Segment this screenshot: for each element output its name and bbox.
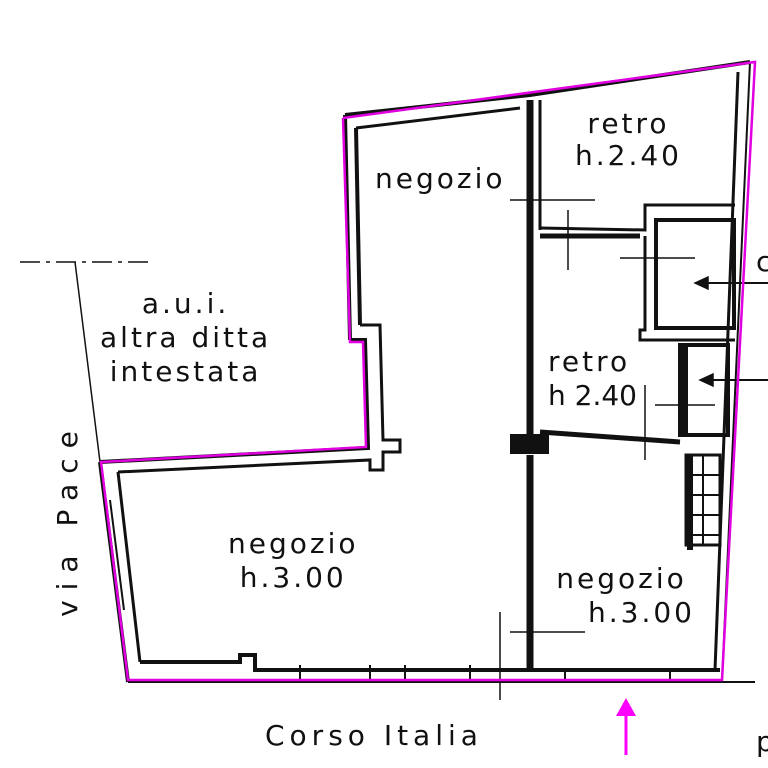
room-name: negozio bbox=[228, 527, 359, 560]
section-lines bbox=[20, 199, 768, 700]
room-retro-mid: retro h 2.40 bbox=[548, 348, 637, 410]
room-height: h.3.00 bbox=[239, 561, 347, 594]
room-negozio-left: negozio h.3.00 bbox=[228, 530, 358, 592]
room-name: retro bbox=[548, 345, 631, 378]
room-name: retro bbox=[587, 107, 670, 140]
room-height: h 2.40 bbox=[548, 379, 637, 412]
area-aui: a.u.i. altra ditta intestata bbox=[100, 290, 271, 386]
entrance-arrow bbox=[616, 698, 636, 755]
aui-line1: a.u.i. bbox=[141, 287, 230, 320]
aui-line2: altra ditta bbox=[100, 321, 272, 354]
street-partial-right-bottom: p bbox=[756, 725, 768, 758]
room-height: h.2.40 bbox=[575, 139, 682, 172]
aui-line3: intestata bbox=[109, 355, 262, 388]
room-name: negozio bbox=[556, 562, 687, 595]
room-retro-top: retro h.2.40 bbox=[575, 110, 682, 170]
street-via-pace: via Pace bbox=[50, 421, 84, 617]
room-negozio-right: negozio h.3.00 bbox=[548, 565, 695, 627]
room-height: h.3.00 bbox=[588, 596, 695, 629]
street-partial-right-top: c bbox=[756, 245, 768, 278]
room-negozio-top: negozio bbox=[375, 162, 506, 195]
street-corso-italia: Corso Italia bbox=[265, 719, 483, 752]
property-outline bbox=[99, 60, 757, 682]
